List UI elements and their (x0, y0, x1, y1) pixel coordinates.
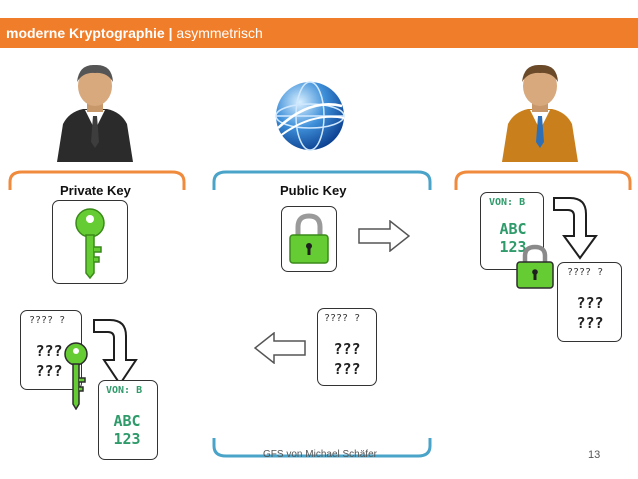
footer-author: GFS von Michael Schäfer (263, 449, 377, 460)
ciphertext-card-right: ???? ? ??? ??? (557, 262, 622, 342)
cipher-line1: ??? (333, 340, 361, 358)
page-number: 13 (588, 449, 601, 461)
person-left-icon (57, 64, 133, 162)
cipher-line2: ??? (333, 360, 361, 378)
cipher-header: ???? ? (567, 267, 604, 278)
public-key-label: Public Key (280, 183, 347, 198)
title-separator: | (164, 25, 177, 41)
slide-title: moderne Kryptographie (6, 25, 165, 41)
curved-arrow-down-left-icon (93, 319, 138, 386)
slide-header: moderne Kryptographie | asymmetrisch (0, 18, 638, 48)
curved-arrow-down-right-icon (553, 197, 598, 260)
cipher-line1: ??? (35, 342, 63, 360)
plaintext-card-left: VON: B ABC 123 (98, 380, 158, 460)
ciphertext-card-middle: ???? ? ??? ??? (317, 308, 377, 386)
plaintext-line1: ABC (113, 412, 141, 430)
public-key-card (281, 206, 337, 272)
key-overlay-icon (64, 342, 88, 410)
person-right-icon (502, 64, 578, 162)
bracket-bottom (212, 438, 432, 458)
plaintext-card-right: VON: B ABC 123 (480, 192, 544, 270)
cipher-line2: ??? (576, 314, 604, 332)
green-key-icon (75, 208, 105, 279)
brackets-top (8, 170, 632, 190)
arrow-right-icon (358, 220, 410, 252)
green-lock-icon (289, 213, 329, 264)
sender-label: VON: B (489, 197, 526, 208)
arrow-left-icon (254, 332, 306, 364)
cipher-header: ???? ? (324, 313, 361, 324)
globe-icon (275, 81, 345, 151)
cipher-line2: ??? (35, 362, 63, 380)
lock-overlay-icon (516, 244, 554, 289)
cipher-line1: ??? (576, 294, 604, 312)
private-key-card (52, 200, 128, 284)
sender-label: VON: B (106, 385, 143, 396)
plaintext-line2: 123 (113, 430, 141, 448)
cipher-header: ???? ? (29, 315, 66, 326)
slide-subtitle: asymmetrisch (176, 25, 263, 41)
private-key-label: Private Key (60, 183, 131, 198)
plaintext-line2: 123 (499, 238, 527, 256)
plaintext-line1: ABC (499, 220, 527, 238)
